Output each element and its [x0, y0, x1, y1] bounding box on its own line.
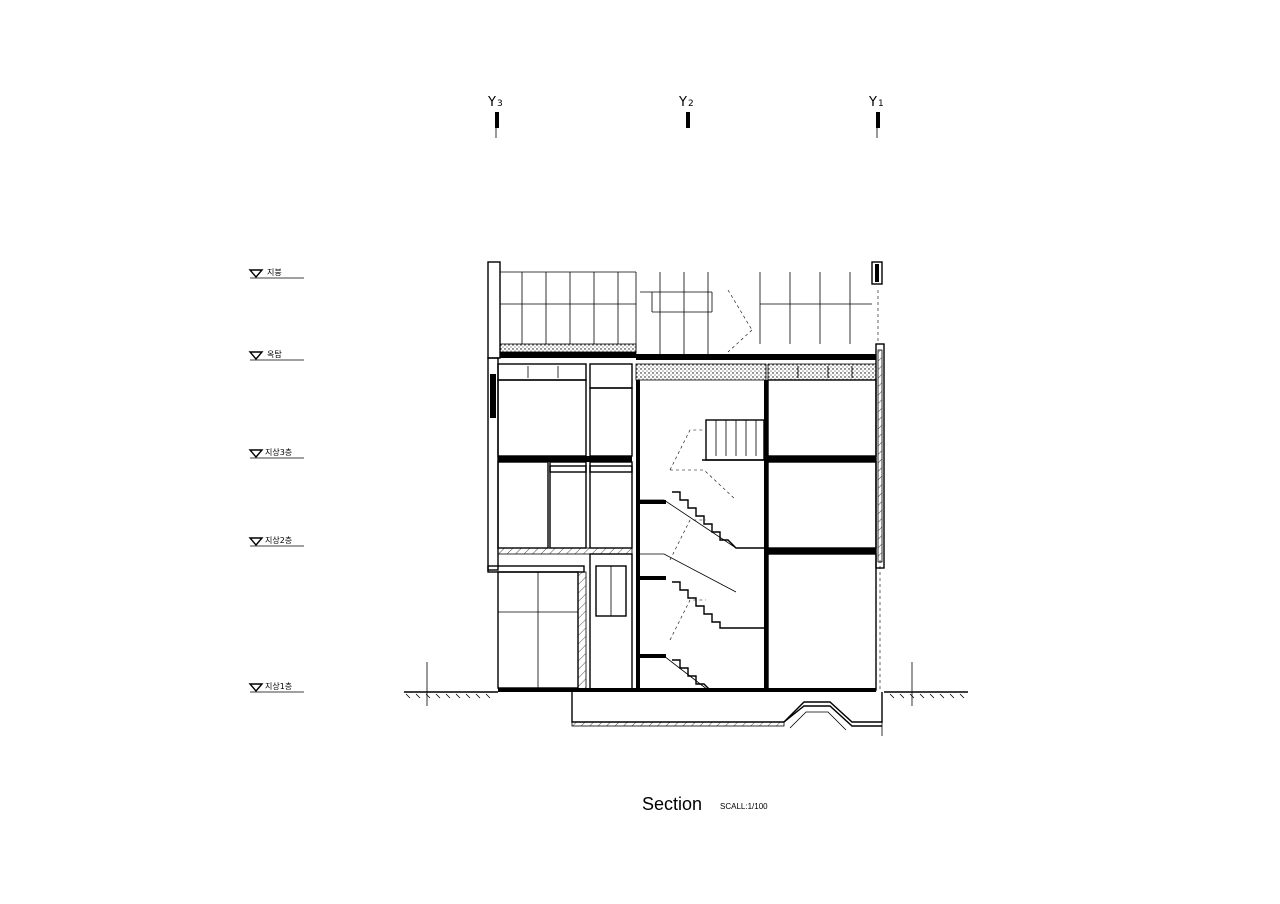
- room-right-upper: [767, 379, 877, 457]
- ground-slab: [498, 688, 876, 692]
- shaft-3f: [589, 461, 633, 549]
- foundation: [571, 692, 883, 723]
- grid-axis-y3: Y 3: [487, 95, 503, 138]
- slab-3f-left: [498, 456, 632, 462]
- grid-axis-y2: Y 2: [678, 95, 694, 128]
- stair-roof-slab: [635, 363, 767, 381]
- right-exterior-wall: [875, 343, 885, 569]
- level-label: 지상1층: [265, 681, 292, 691]
- grid-axis-letter: Y: [678, 95, 687, 110]
- roof-slab-right: [636, 354, 876, 360]
- drawing-title: Section: [642, 794, 702, 814]
- roof-slab-left: [499, 343, 637, 353]
- stair-core: [636, 380, 768, 691]
- shaft-upper: [589, 387, 633, 457]
- room-3f-a: [497, 461, 549, 549]
- level-label: 지상3층: [265, 447, 292, 457]
- grid-axis-y1: Y 1: [868, 95, 884, 138]
- level-rooftop: 옥탑: [248, 350, 304, 361]
- grid-axis-sub: 1: [878, 99, 884, 109]
- level-label: 옥탑: [267, 350, 282, 359]
- level-3f: 지상3층: [248, 447, 304, 459]
- level-1f: 지상1층: [248, 681, 304, 693]
- level-label: 지붕: [267, 268, 282, 277]
- slab-2f-left: [497, 547, 633, 555]
- room-left-upper: [497, 379, 587, 457]
- grid-axis-sub: 2: [688, 99, 694, 109]
- room-3f-right: [767, 461, 877, 549]
- room-3f-b: [549, 461, 587, 549]
- slab-2f-right: [768, 548, 876, 554]
- grid-axis-letter: Y: [868, 95, 877, 110]
- level-2f: 지상2층: [248, 535, 304, 547]
- left-parapet-wall: [487, 261, 501, 359]
- grid-axis-sub: 3: [497, 99, 503, 109]
- slab-3f-right: [768, 456, 876, 462]
- level-roof: 지붕: [248, 268, 304, 279]
- room-ground-right: [767, 553, 877, 691]
- drawing-scale: SCALL:1/100: [720, 802, 768, 811]
- level-label: 지상2층: [265, 535, 292, 545]
- grid-axis-letter: Y: [487, 95, 496, 110]
- building-section: [404, 261, 968, 736]
- right-parapet-cap: [871, 261, 883, 285]
